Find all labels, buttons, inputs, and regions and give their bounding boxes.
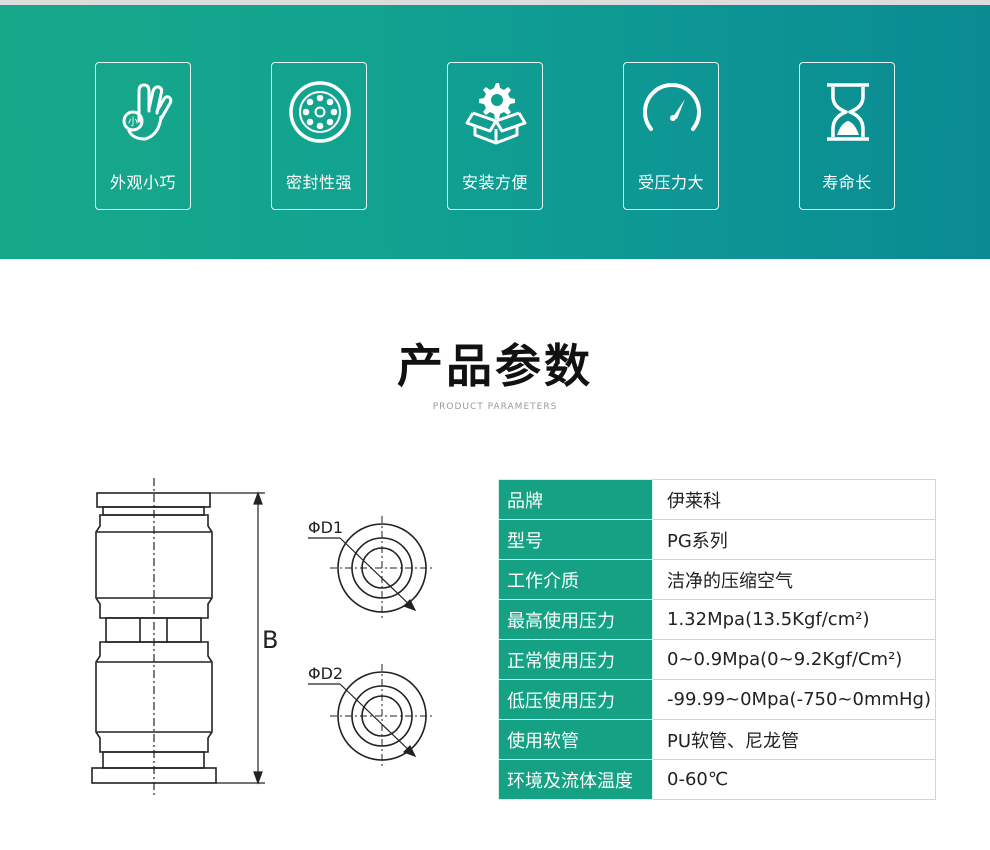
param-key: 最高使用压力 [498,599,653,640]
table-row: 环境及流体温度 0-60℃ [498,759,936,800]
feature-label: 受压力大 [637,173,704,192]
param-key: 型号 [498,519,653,560]
feature-sealing: 密封性强 [271,62,367,210]
parameter-table: 品牌 伊莱科 型号 PG系列 工作介质 洁净的压缩空气 最高使用压力 1.32M… [498,479,936,800]
gear-box-icon [461,77,531,147]
param-value: PU软管、尼龙管 [652,719,936,760]
table-row: 品牌 伊莱科 [498,479,936,520]
param-value: PG系列 [652,519,936,560]
top-divider [0,0,990,5]
param-key: 正常使用压力 [498,639,653,680]
dimension-d1-label: ΦD1 [308,518,343,537]
table-row: 正常使用压力 0~0.9Mpa(0~9.2Kgf/Cm²) [498,639,936,680]
dimension-b-label: B [262,626,278,654]
feature-pressure: 受压力大 [623,62,719,210]
param-key: 品牌 [498,479,653,520]
section-subtitle: PRODUCT PARAMETERS [432,402,558,412]
table-row: 最高使用压力 1.32Mpa(13.5Kgf/cm²) [498,599,936,640]
feature-label: 安装方便 [461,173,528,192]
param-key: 低压使用压力 [498,679,653,720]
param-value: 0-60℃ [652,759,936,800]
hourglass-icon [813,77,883,147]
param-value: 伊莱科 [652,479,936,520]
pressure-gauge-icon [637,77,707,147]
param-key: 使用软管 [498,719,653,760]
param-value: 0~0.9Mpa(0~9.2Kgf/Cm²) [652,639,936,680]
table-row: 型号 PG系列 [498,519,936,560]
param-value: 1.32Mpa(13.5Kgf/cm²) [652,599,936,640]
param-key: 工作介质 [498,559,653,600]
seal-ring-icon [285,77,355,147]
param-key: 环境及流体温度 [498,759,653,800]
table-row: 低压使用压力 -99.99~0Mpa(-750~0mmHg) [498,679,936,720]
feature-label: 密封性强 [285,173,352,192]
fitting-technical-drawing: B ΦD1 ΦD2 [60,470,460,800]
table-row: 工作介质 洁净的压缩空气 [498,559,936,600]
param-value: -99.99~0Mpa(-750~0mmHg) [652,679,936,720]
feature-compact: 小 外观小巧 [95,62,191,210]
hand-small-icon: 小 [109,77,179,147]
hand-icon-text: 小 [128,116,138,128]
dimension-d2-label: ΦD2 [308,664,343,683]
section-title: 产品参数 [397,339,593,393]
param-value: 洁净的压缩空气 [652,559,936,600]
feature-lifespan: 寿命长 [799,62,895,210]
feature-install: 安装方便 [447,62,543,210]
feature-label: 寿命长 [822,173,872,192]
feature-label: 外观小巧 [109,173,176,192]
feature-banner: 小 外观小巧 密封性强 [0,5,990,259]
table-row: 使用软管 PU软管、尼龙管 [498,719,936,760]
